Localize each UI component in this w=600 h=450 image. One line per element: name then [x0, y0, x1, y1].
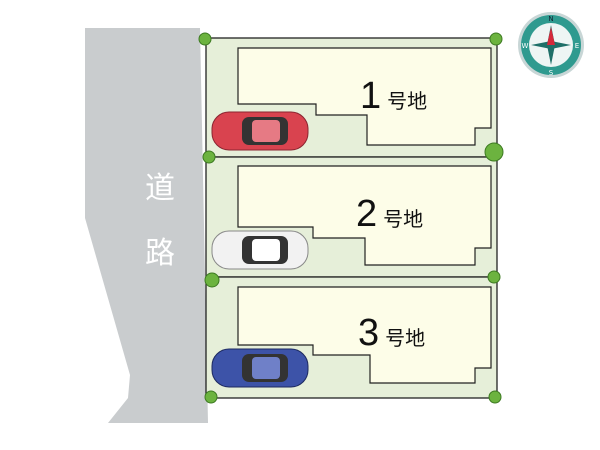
building-2	[237, 165, 492, 266]
tree-icon	[484, 142, 504, 162]
building-3	[237, 286, 492, 384]
tree-icon	[489, 32, 503, 46]
car-1	[211, 111, 309, 151]
svg-text:W: W	[522, 42, 529, 50]
tree-icon	[204, 390, 218, 404]
tree-icon	[487, 270, 501, 284]
building-1	[237, 47, 492, 146]
compass-icon: N S W E	[518, 12, 584, 78]
tree-icon	[198, 32, 212, 46]
tree-icon	[204, 272, 220, 288]
tree-icon	[202, 150, 216, 164]
road	[85, 28, 208, 423]
road-label-1: 道	[145, 171, 175, 206]
tree-icon	[488, 390, 502, 404]
svg-text:S: S	[549, 69, 554, 77]
car-2	[211, 230, 309, 270]
svg-text:N: N	[548, 15, 553, 23]
tree-icons	[198, 32, 504, 404]
road-label-2: 路	[145, 236, 175, 271]
svg-text:E: E	[575, 42, 579, 50]
car-3	[211, 348, 309, 388]
